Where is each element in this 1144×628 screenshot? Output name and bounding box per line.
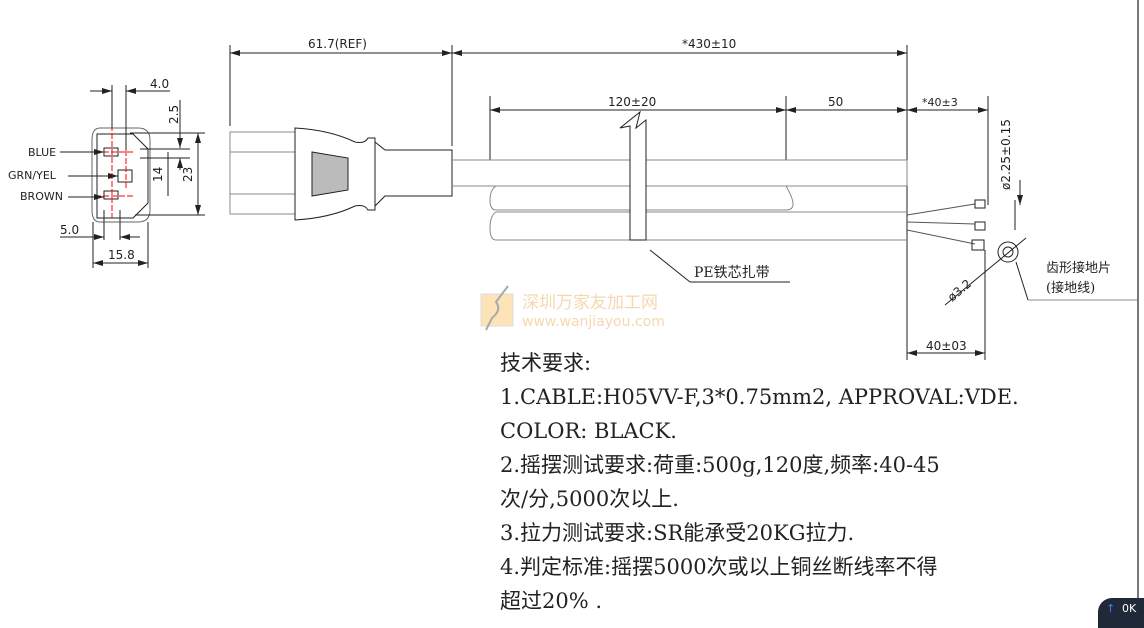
- dim-ground-length: 40±03: [926, 339, 967, 353]
- dim-height: 23: [181, 167, 195, 182]
- cable-side-view: [229, 45, 1138, 360]
- upload-arrow-icon: ↑: [1106, 602, 1116, 615]
- dim-terminal-dia: ø2.25±0.15: [999, 119, 1013, 190]
- notes-line: 4.判定标准:摇摆5000次或以上铜丝断线率不得: [500, 555, 938, 579]
- connector-front-view: [60, 85, 205, 268]
- notes-line: 2.摇摆测试要求:荷重:500g,120度,频率:40-45: [500, 453, 940, 477]
- side-view-labels: 61.7(REF) *430±10 120±20 50 *40±3 ø2.25±…: [308, 37, 1111, 353]
- dim-ring-dia: ø3.2: [945, 277, 974, 305]
- watermark-logo-icon: [480, 285, 514, 331]
- connector-labels: BLUE GRN/YEL BROWN 4.0 2.5 14 23 5.0 15.…: [8, 77, 195, 262]
- dim-cable-length: *430±10: [682, 37, 736, 51]
- callout-ground-terminal: 齿形接地片: [1046, 260, 1111, 276]
- notes-line: COLOR: BLACK.: [500, 419, 677, 443]
- wire-label-grn-yel: GRN/YEL: [8, 169, 57, 182]
- corner-badge-text: 0K: [1122, 602, 1137, 615]
- notes-line: 次/分,5000次以上.: [500, 487, 679, 511]
- technical-drawing: BLUE GRN/YEL BROWN 4.0 2.5 14 23 5.0 15.…: [8, 37, 1138, 360]
- dim-width: 15.8: [108, 248, 135, 262]
- notes-line: 超过20% .: [500, 589, 603, 613]
- watermark-name: 深圳万家友加工网: [522, 293, 658, 313]
- corner-badge[interactable]: ↑ 0K: [1098, 598, 1144, 628]
- callout-tie: PE铁芯扎带: [694, 265, 770, 281]
- dim-pin-pitch: 14: [151, 167, 165, 182]
- technical-requirements: 技术要求: 1.CABLE:H05VV-F,3*0.75mm2, APPROVAL…: [500, 346, 1019, 618]
- notes-title: 技术要求:: [500, 351, 592, 375]
- dim-plug-ref: 61.7(REF): [308, 37, 367, 51]
- dim-top-gap: 2.5: [167, 105, 181, 124]
- dim-side-offset: 5.0: [60, 223, 79, 237]
- callout-ground-wire: (接地线): [1046, 280, 1095, 296]
- dim-coil-length: 120±20: [608, 95, 656, 109]
- watermark: 深圳万家友加工网 www.wanjiayou.com: [478, 280, 665, 336]
- notes-line: 3.拉力测试要求:SR能承受20KG拉力.: [500, 521, 855, 545]
- notes-line: 1.CABLE:H05VV-F,3*0.75mm2, APPROVAL:VDE.: [500, 385, 1019, 409]
- dim-coil-gap: 50: [828, 95, 843, 109]
- wire-label-blue: BLUE: [28, 146, 56, 159]
- dim-strip-length: *40±3: [922, 96, 958, 109]
- wire-label-brown: BROWN: [20, 190, 63, 203]
- drawing-frame-border: [1137, 0, 1139, 614]
- dim-top-offset: 4.0: [150, 77, 169, 91]
- watermark-url: www.wanjiayou.com: [522, 314, 665, 330]
